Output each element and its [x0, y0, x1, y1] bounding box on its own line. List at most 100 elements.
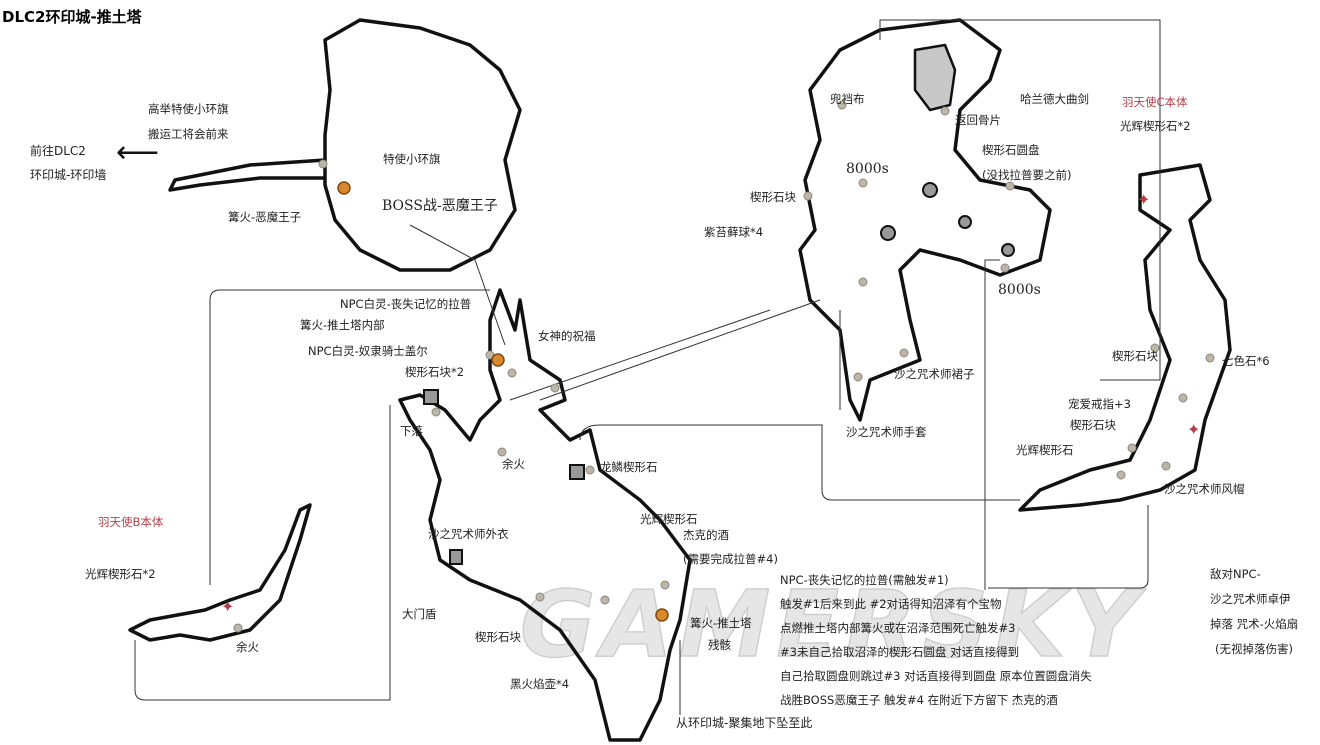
- map-label: 沙之咒术师手套: [846, 425, 927, 439]
- map-label: 龙鳞楔形石: [600, 460, 658, 474]
- map-label: 光辉楔形石: [1016, 443, 1074, 457]
- bridge-outline: [168, 158, 326, 192]
- item-dot: [858, 277, 868, 287]
- map-label: (需要完成拉普#4): [683, 552, 778, 566]
- map-label: 楔形石块: [1070, 418, 1116, 432]
- map-label: 返回骨片: [955, 113, 1001, 127]
- angel-b-outline: [128, 503, 312, 642]
- route-line: [209, 289, 490, 585]
- item-dot: [1205, 353, 1215, 363]
- item-dot: [1150, 343, 1160, 353]
- bonfire-icon: [491, 353, 505, 367]
- map-label: 残骸: [708, 638, 731, 652]
- map-label: 沙之咒术师裙子: [894, 367, 975, 381]
- exit-label: 环印城-环印墙: [30, 168, 107, 182]
- map-label: 从环印城-聚集地下坠至此: [676, 716, 813, 730]
- map-label: 黑火焰壶*4: [510, 677, 570, 691]
- souls-label: 8000s: [846, 161, 889, 177]
- route-line: [879, 19, 1161, 381]
- item-dot: [1161, 461, 1171, 471]
- route-line: [539, 299, 821, 401]
- item-dot: [233, 623, 243, 633]
- route-line: [988, 505, 1149, 589]
- angel-marker-icon: ✦: [1137, 190, 1150, 209]
- map-label: 楔形石块: [750, 190, 796, 204]
- map-label: 七色石*6: [1222, 354, 1270, 368]
- route-line: [509, 309, 771, 401]
- item-dot: [940, 106, 950, 116]
- item-dot: [1178, 393, 1188, 403]
- map-label: 杰克的酒: [683, 528, 729, 542]
- map-label: 光辉楔形石*2: [85, 567, 156, 581]
- swamp-pond: [913, 43, 957, 112]
- note-line: 战胜BOSS恶魔王子 触发#4 在附近下方留下 杰克的酒: [780, 693, 1058, 707]
- map-label: NPC白灵-奴隶骑士盖尔: [308, 344, 428, 358]
- item-dot: [550, 383, 560, 393]
- page-title: DLC2环印城-推土塔: [2, 8, 142, 26]
- map-label: 余火: [502, 457, 525, 471]
- note-line: 点燃推土塔内部篝火或在沼泽范围死亡触发#3: [780, 621, 1016, 635]
- map-label: 特使小环旗: [383, 152, 441, 166]
- exit-label: 前往DLC2: [30, 144, 86, 158]
- map-label: 沙之咒术师卓伊: [1210, 592, 1291, 606]
- map-label: 篝火-恶魔王子: [228, 210, 302, 224]
- map-label: (无视掉落伤害): [1215, 642, 1293, 656]
- map-label: 高举特使小环旗: [148, 102, 229, 116]
- map-label: 楔形石块*2: [405, 365, 465, 379]
- map-label: 敌对NPC-: [1210, 567, 1261, 581]
- note-line: NPC-丧失记忆的拉普(需触发#1): [780, 573, 949, 587]
- note-line: 自己拾取圆盘则跳过#3 对话直接得到圆盘 原本位置圆盘消失: [780, 669, 1092, 683]
- map-label: 大门盾: [402, 607, 437, 621]
- rock: [569, 464, 585, 480]
- map-label: 光辉楔形石: [640, 512, 698, 526]
- angel-label: 羽天使B本体: [98, 515, 164, 529]
- souls-label: 8000s: [998, 282, 1041, 298]
- item-dot: [1005, 181, 1015, 191]
- map-label: 宠爱戒指+3: [1068, 397, 1131, 411]
- item-dot: [507, 368, 517, 378]
- rock: [922, 182, 938, 198]
- swamp-outline: [798, 18, 1052, 422]
- bonfire-icon: [655, 608, 669, 622]
- map-label: 沙之咒术师外衣: [428, 527, 509, 541]
- item-dot: [1127, 443, 1137, 453]
- item-dot: [1116, 470, 1126, 480]
- angel-marker-icon: ✦: [221, 597, 234, 616]
- map-label: 光辉楔形石*2: [1120, 119, 1191, 133]
- route-line: [134, 405, 391, 701]
- map-label: 哈兰德大曲剑: [1020, 92, 1089, 106]
- map-label: 搬运工将会前来: [148, 127, 229, 141]
- rock: [958, 215, 972, 229]
- map-label: 下落: [400, 424, 423, 438]
- map-label: 紫苔藓球*4: [704, 225, 764, 239]
- item-dot: [535, 592, 545, 602]
- angel-marker-icon: ✦: [1187, 420, 1200, 439]
- item-dot: [497, 447, 507, 457]
- boss-label: BOSS战-恶魔王子: [382, 198, 498, 214]
- map-label: 女神的祝福: [538, 329, 596, 343]
- map-label: 沙之咒术师风帽: [1164, 482, 1245, 496]
- item-dot: [853, 372, 863, 382]
- rock: [1001, 243, 1015, 257]
- item-dot: [837, 100, 847, 110]
- map-label: 楔形石块: [475, 630, 521, 644]
- item-dot: [660, 580, 670, 590]
- item-dot: [803, 191, 813, 201]
- map-label: 篝火-推土塔内部: [300, 318, 385, 332]
- route-line: [984, 259, 1000, 590]
- east-path-outline: [1018, 163, 1232, 512]
- rock: [880, 225, 896, 241]
- map-label: NPC白灵-丧失记忆的拉普: [340, 297, 472, 311]
- map-label: 篝火-推土塔: [690, 616, 752, 630]
- item-dot: [318, 159, 328, 169]
- route-line: [579, 424, 1020, 501]
- map-label: 余火: [236, 640, 259, 654]
- note-line: #3未自己拾取沼泽的楔形石圆盘 对话直接得到: [780, 645, 1020, 659]
- map-label: 兜裆布: [830, 92, 865, 106]
- map-label: 楔形石块: [1112, 349, 1158, 363]
- arrow-left-icon: ⟵: [116, 135, 160, 170]
- rock: [423, 389, 439, 405]
- item-dot: [858, 178, 868, 188]
- bonfire-icon: [337, 181, 351, 195]
